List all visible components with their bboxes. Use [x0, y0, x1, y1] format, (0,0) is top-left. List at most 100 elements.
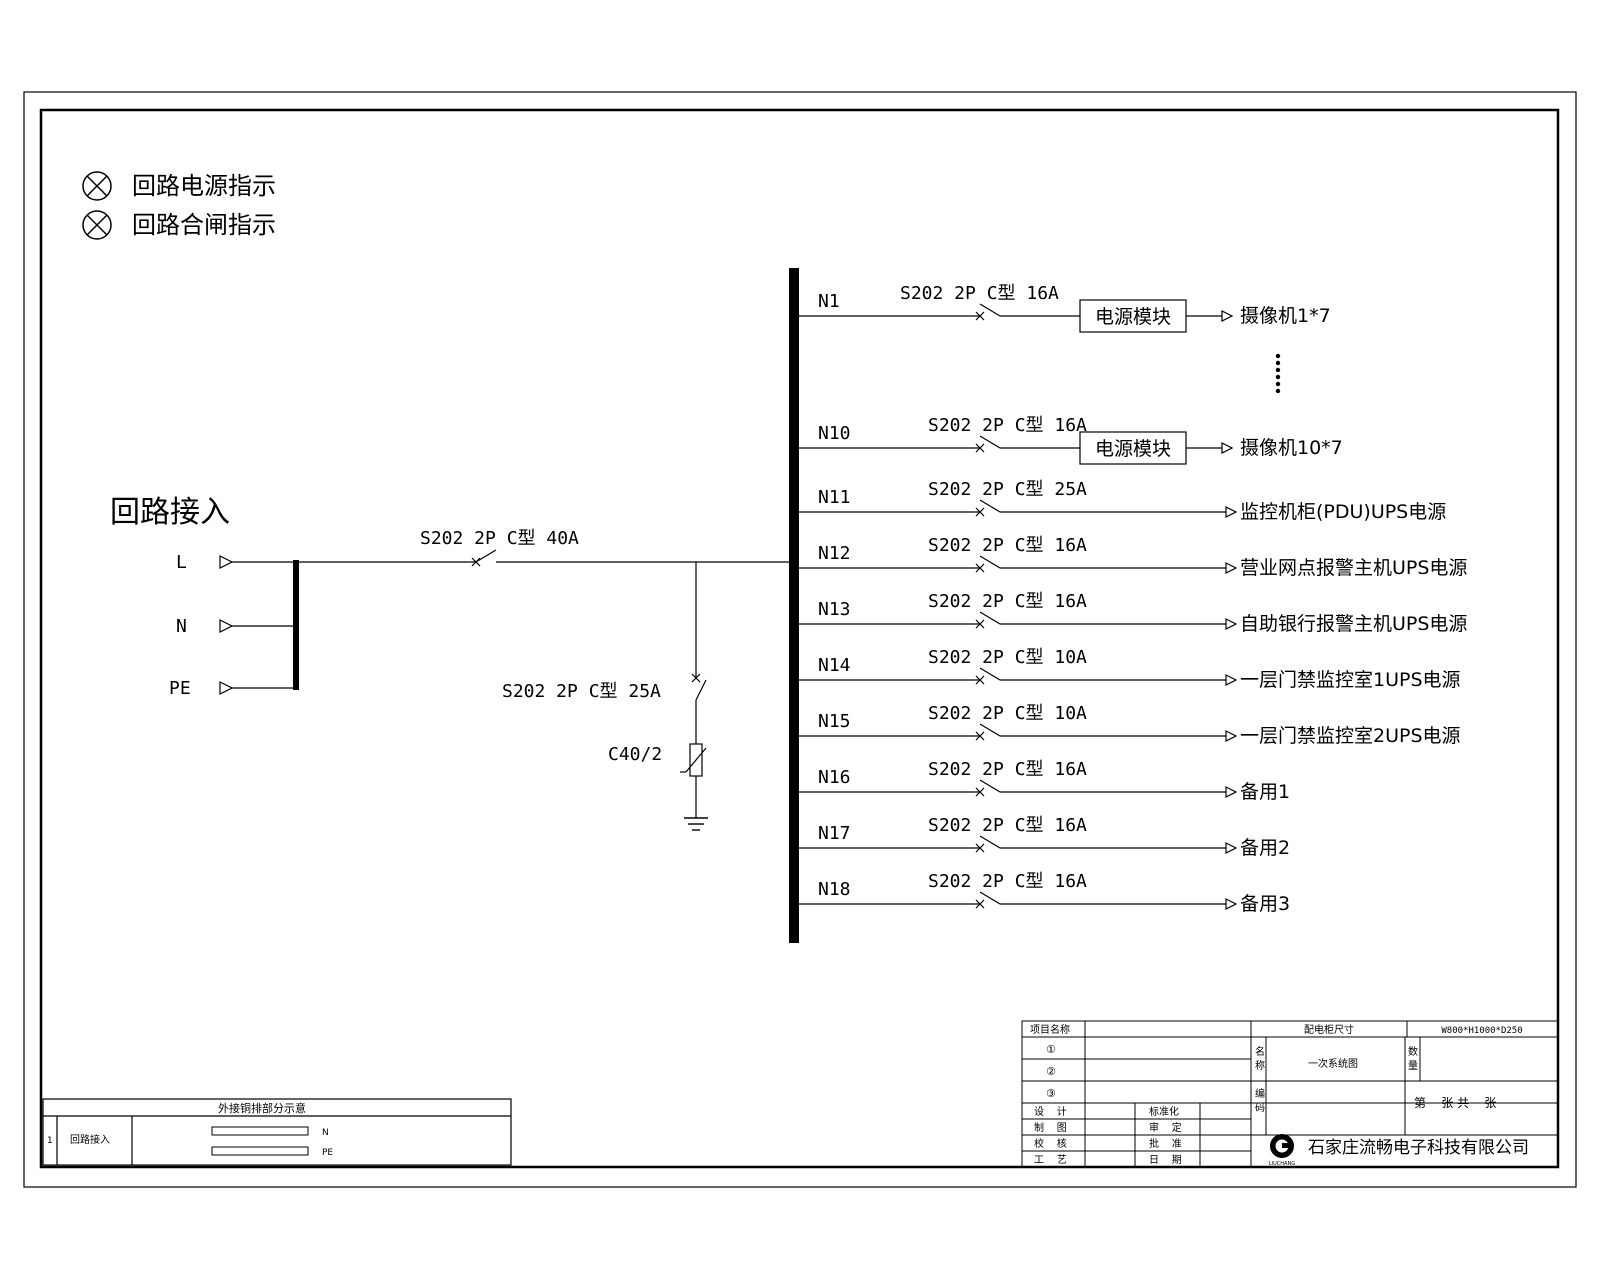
breaker-x-icon: [975, 787, 985, 797]
busbar-n: [211, 1126, 309, 1136]
busbar-pe-label: PE: [322, 1148, 333, 1158]
load-label: 自助银行报警主机UPS电源: [1240, 613, 1467, 635]
breaker-x-icon: [975, 507, 985, 517]
circuit-id: N15: [818, 711, 851, 732]
tb-code-label-2: 码: [1255, 1102, 1265, 1114]
tb-drawing-name: 一次系统图: [1308, 1057, 1358, 1070]
breaker-blade: [979, 891, 1001, 905]
legend-power-label: 回路电源指示: [132, 172, 276, 200]
load-label: 监控机柜(PDU)UPS电源: [1240, 501, 1446, 523]
tb-sheet: 第 张 共 张: [1414, 1096, 1496, 1110]
main-breaker-label: S202 2P C型 40A: [420, 528, 579, 549]
circuit-id: N18: [818, 879, 851, 900]
breaker-blade: [979, 435, 1001, 449]
company-logo-text: LIUCHANG: [1269, 1161, 1295, 1167]
breaker-x-icon: [975, 731, 985, 741]
breaker-blade: [979, 611, 1001, 625]
circuit-n18: N18 S202 2P C型 16A 备用3: [799, 871, 1290, 915]
load-label: 营业网点报警主机UPS电源: [1240, 557, 1467, 579]
power-module-box: [1079, 299, 1187, 333]
output-arrow-icon: [1225, 562, 1238, 574]
breaker-x-icon: [975, 899, 985, 909]
breaker-blade: [979, 667, 1001, 681]
terminal-label-pe: PE: [169, 678, 191, 699]
output-arrow-icon: [1225, 506, 1238, 518]
breaker-label: S202 2P C型 10A: [928, 647, 1087, 668]
company-logo-icon: LIUCHANG: [1269, 1134, 1295, 1167]
breaker-blade: [979, 723, 1001, 737]
breaker-label: S202 2P C型 16A: [928, 591, 1087, 612]
terminal-arrow-icon: [219, 555, 234, 569]
outer-frame: [23, 91, 1577, 1188]
power-module-label: 电源模块: [1095, 306, 1171, 328]
legend-closing-label: 回路合闸指示: [132, 211, 276, 239]
tb-cabinet-size: W800*H1000*D250: [1441, 1026, 1522, 1036]
indicator-lamp-icon: [82, 171, 112, 201]
ground-icon: [684, 817, 708, 831]
terminal-arrow-icon: [219, 681, 234, 695]
surge-arrester-icon: [680, 743, 707, 777]
tb-project-name: 项目名称: [1030, 1023, 1070, 1036]
load-label: 摄像机10*7: [1240, 437, 1343, 459]
breaker-label: S202 2P C型 16A: [928, 759, 1087, 780]
breaker-x-icon: [975, 843, 985, 853]
circuit-id: N11: [818, 487, 851, 508]
breaker-label: S202 2P C型 10A: [928, 703, 1087, 724]
tb-name-label-2: 称: [1255, 1059, 1265, 1072]
terminal-label-l: L: [176, 552, 187, 573]
output-arrow-icon: [1221, 310, 1234, 322]
breaker-x-icon: [975, 311, 985, 321]
output-arrow-icon: [1225, 786, 1238, 798]
terminal-arrow-icon: [219, 619, 234, 633]
title-block-text: 项目名称 ① ② ③ 配电柜尺寸 W800*H1000*D250 名 称 一次系…: [1030, 1023, 1529, 1167]
tb-name-label-1: 名: [1255, 1045, 1265, 1058]
circuit-id: N17: [818, 823, 851, 844]
tb-approve: 批 准: [1149, 1137, 1182, 1150]
busbar-table: 外接铜排部分示意 1 回路接入 N PE: [42, 1098, 512, 1166]
title-block: [1021, 1020, 1559, 1168]
busbar-row-no: 1: [47, 1136, 53, 1146]
circuit-id: N14: [818, 655, 851, 676]
tb-rev2: ②: [1046, 1065, 1056, 1078]
output-arrow-icon: [1221, 442, 1234, 454]
tb-rev1: ①: [1046, 1043, 1056, 1056]
output-arrow-icon: [1225, 618, 1238, 630]
breaker-x-icon: [975, 675, 985, 685]
busbar-n-label: N: [322, 1128, 329, 1138]
power-module-label: 电源模块: [1095, 438, 1171, 460]
circuit-id: N12: [818, 543, 851, 564]
breaker-x-icon: [975, 619, 985, 629]
input-section: 回路接入 L N PE S202 2P C型 40A S202 2P C型 25…: [110, 495, 794, 831]
breaker-x-icon: [691, 673, 701, 683]
tb-craft: 工 艺: [1034, 1154, 1067, 1166]
tb-review: 审 定: [1149, 1121, 1182, 1134]
output-arrow-icon: [1225, 842, 1238, 854]
legend: 回路电源指示 回路合闸指示: [82, 171, 276, 240]
breaker-blade: [475, 549, 497, 563]
ellipsis-dots: ⋮: [1275, 353, 1281, 394]
breaker-blade: [979, 779, 1001, 793]
circuit-id: N1: [818, 291, 840, 312]
load-label: 备用3: [1240, 893, 1290, 915]
tb-date: 日 期: [1149, 1154, 1182, 1166]
busbar-table-title: 外接铜排部分示意: [218, 1101, 306, 1115]
tb-design: 设 计: [1034, 1105, 1067, 1118]
output-arrow-icon: [1225, 898, 1238, 910]
tb-code-label-1: 编: [1255, 1087, 1265, 1100]
breaker-label: S202 2P C型 16A: [928, 871, 1087, 892]
inner-frame: [39, 108, 1560, 1169]
breaker-label: S202 2P C型 25A: [928, 479, 1087, 500]
circuit-n11: N11 S202 2P C型 25A 监控机柜(PDU)UPS电源: [799, 479, 1446, 523]
output-arrow-icon: [1225, 674, 1238, 686]
tb-qty-label-2: 量: [1408, 1060, 1418, 1072]
tb-rev3: ③: [1046, 1087, 1056, 1100]
breaker-blade: [979, 303, 1001, 317]
